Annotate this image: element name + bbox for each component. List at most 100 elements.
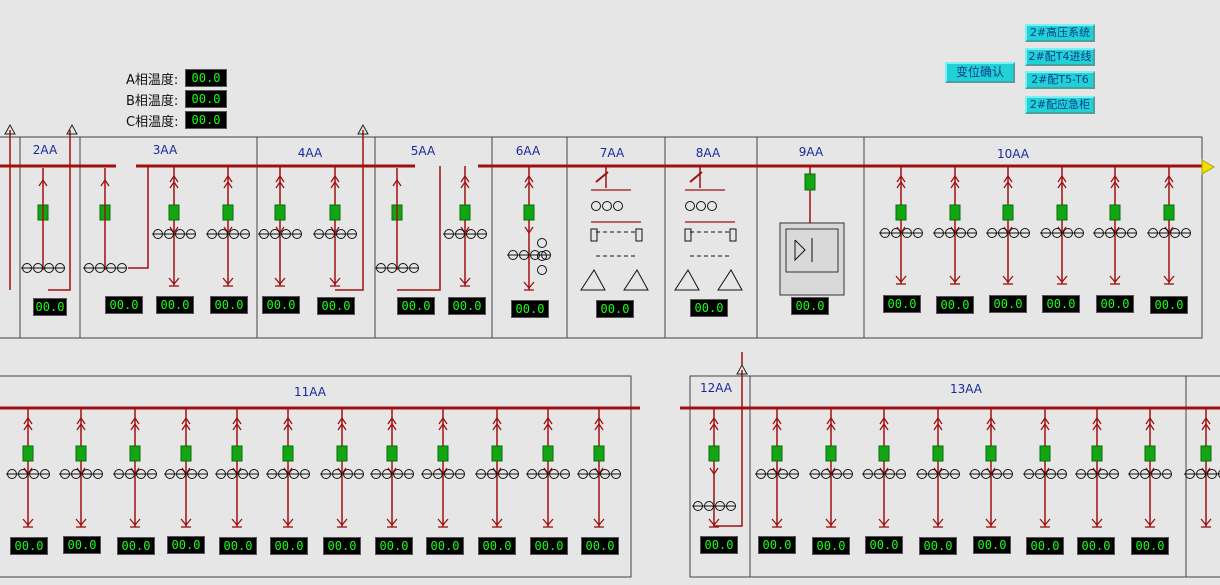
breaker-icon — [1002, 204, 1014, 221]
disconnector-icon — [337, 416, 347, 425]
arrester-icon — [736, 363, 748, 375]
feeder-readout: 00.0 — [690, 299, 728, 317]
ct-icon — [1170, 228, 1180, 238]
ct-icon — [117, 263, 127, 273]
disconnector-icon — [1057, 174, 1067, 183]
disconnector-icon — [1201, 416, 1211, 425]
ct-icon — [249, 469, 259, 479]
ct-icon — [106, 263, 116, 273]
feeder-readout: 00.0 — [375, 537, 413, 555]
cabinet-label-5aa: 5AA — [410, 144, 436, 158]
ct-icon — [371, 469, 381, 479]
ct-icon — [498, 469, 508, 479]
breaker-icon — [1144, 445, 1156, 462]
disconnector-icon — [1201, 422, 1211, 431]
ct-icon — [387, 263, 397, 273]
nav-t5-t6-button[interactable]: 2#配T5-T6 — [1025, 71, 1095, 89]
breaker-icon — [895, 204, 907, 221]
ct-icon — [600, 469, 610, 479]
ct-icon — [1151, 469, 1161, 479]
ct-icon — [1020, 228, 1030, 238]
ct-icon — [715, 501, 725, 511]
disconnector-icon — [896, 174, 906, 183]
ct-icon — [18, 469, 28, 479]
ct-icon — [422, 469, 432, 479]
cabinet-label-11aa: 11AA — [293, 385, 327, 399]
ct-icon — [843, 469, 853, 479]
ct-icon — [477, 229, 487, 239]
ct-icon — [1116, 228, 1126, 238]
ct-icon — [1041, 228, 1051, 238]
nav-t4-incoming-button[interactable]: 2#配T4进线 — [1025, 48, 1095, 66]
disconnector-icon — [879, 422, 889, 431]
disconnector-icon — [826, 422, 836, 431]
disconnector-icon — [933, 422, 943, 431]
disconnector-icon — [223, 180, 233, 189]
ground-icon — [231, 518, 243, 527]
feeder-readout: 00.0 — [973, 536, 1011, 554]
ground-icon — [386, 518, 398, 527]
ground-icon — [895, 275, 907, 284]
disconnector-icon — [23, 416, 33, 425]
ct-icon — [1035, 469, 1045, 479]
feeder-readout: 00.0 — [791, 297, 829, 315]
ct-icon — [832, 469, 842, 479]
breaker-icon — [129, 445, 141, 462]
ground-icon — [1002, 275, 1014, 284]
nav-hv-system-button[interactable]: 2#高压系统 — [1025, 24, 1095, 42]
ground-icon — [1091, 518, 1103, 527]
disconnector-icon — [76, 416, 86, 425]
feeder-readout: 00.0 — [117, 537, 155, 555]
nav-emergency-cabinet-button[interactable]: 2#配应急柜 — [1025, 96, 1095, 114]
feeder-readout: 00.0 — [530, 537, 568, 555]
breaker-icon — [386, 445, 398, 462]
ground-icon — [459, 277, 471, 286]
feeder-readout: 00.0 — [812, 537, 850, 555]
ground-icon — [129, 518, 141, 527]
ct-icon — [1094, 228, 1104, 238]
cabinet-label-10aa: 10AA — [996, 147, 1030, 161]
pt-coil-icon — [613, 201, 623, 211]
cabinet-frame-12-13aa — [689, 375, 1220, 578]
ct-icon — [455, 469, 465, 479]
ct-icon — [281, 229, 291, 239]
ct-icon — [7, 469, 17, 479]
ground-icon — [22, 518, 34, 527]
ct-icon — [1162, 469, 1172, 479]
ct-icon — [1105, 228, 1115, 238]
ct-icon — [270, 229, 280, 239]
confirm-change-button[interactable]: 变位确认 — [945, 62, 1015, 83]
arrester-icon — [357, 123, 369, 135]
ct-icon — [433, 469, 443, 479]
ct-icon — [29, 469, 39, 479]
ct-icon — [967, 228, 977, 238]
disconnector-icon — [330, 180, 340, 189]
ct-icon — [354, 469, 364, 479]
ct-icon — [71, 469, 81, 479]
ct-icon — [1129, 469, 1139, 479]
disconnector-icon — [986, 416, 996, 425]
ct-icon — [1140, 469, 1150, 479]
ct-icon — [987, 228, 997, 238]
feeder-readout: 00.0 — [596, 300, 634, 318]
feeder-readout: 00.0 — [865, 536, 903, 554]
ct-icon — [1046, 469, 1056, 479]
ct-icon — [874, 469, 884, 479]
arrester-icon — [4, 123, 16, 135]
breaker-icon — [804, 173, 816, 191]
ct-icon — [810, 469, 820, 479]
ct-icon — [198, 469, 208, 479]
ct-icon — [704, 501, 714, 511]
feeder-readout: 00.0 — [883, 295, 921, 313]
switch-icon — [689, 171, 703, 183]
disconnector-icon — [524, 174, 534, 183]
ct-icon — [33, 263, 43, 273]
ct-icon — [93, 469, 103, 479]
ground-icon — [771, 518, 783, 527]
breaker-icon — [459, 204, 471, 221]
disconnector-icon — [524, 226, 534, 235]
ground-icon — [985, 518, 997, 527]
phase-a-temp-label: A相温度: — [126, 73, 179, 88]
ct-icon — [549, 469, 559, 479]
feeder-readout: 00.0 — [63, 536, 101, 554]
